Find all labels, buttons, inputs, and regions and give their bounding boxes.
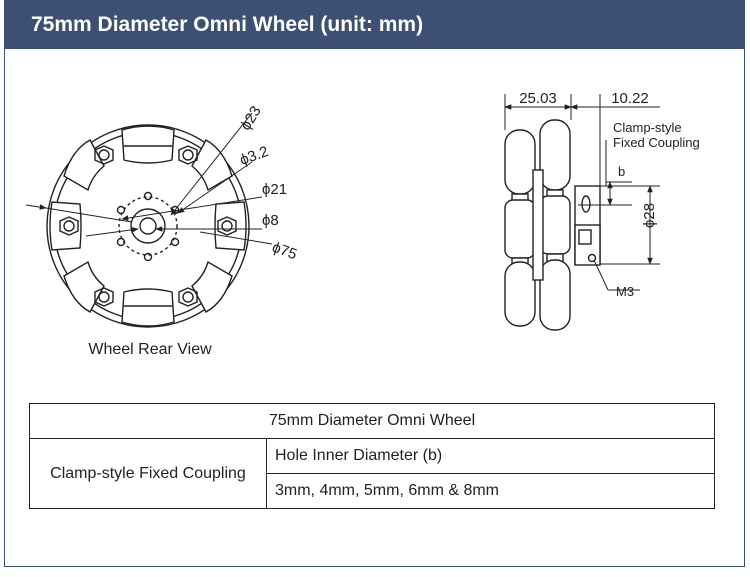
roller-lower-right <box>191 260 233 313</box>
label-m3: M3 <box>616 284 634 299</box>
roller-upper-left <box>63 139 105 192</box>
dim-width-right: 10.22 <box>611 90 649 107</box>
table-title: 75mm Diameter Omni Wheel <box>29 403 715 439</box>
side-view-dimensions <box>504 94 660 291</box>
dim-d23: ϕ23 <box>237 103 265 133</box>
dim-width-left: 25.03 <box>519 90 557 107</box>
rear-view-dimensions <box>25 112 273 245</box>
dim-height-d28: ϕ28 <box>641 203 658 228</box>
coupling-label-line2: Fixed Coupling <box>613 135 700 150</box>
dim-d21: ϕ21 <box>262 181 287 198</box>
coupling-label-line1: Clamp-style <box>613 120 682 135</box>
roller-lower-left <box>63 260 105 313</box>
spec-table: 75mm Diameter Omni Wheel Clamp-style Fix… <box>29 403 715 509</box>
roller-bottom <box>121 288 175 327</box>
dim-d8: ϕ8 <box>262 212 279 229</box>
page-title: 75mm Diameter Omni Wheel (unit: mm) <box>5 1 744 49</box>
roller-right <box>214 201 247 251</box>
wheel-side-view <box>504 119 601 331</box>
dim-d75: ϕ75 <box>270 239 299 264</box>
table-row-label: Clamp-style Fixed Coupling <box>29 438 267 509</box>
wheel-rear-view <box>46 124 250 328</box>
bolt-heads <box>59 145 237 307</box>
rear-view-caption: Wheel Rear View <box>88 341 212 358</box>
table-col-header: Hole Inner Diameter (b) <box>266 438 715 474</box>
label-b: b <box>618 164 625 179</box>
roller-upper-right <box>191 139 233 192</box>
roller-top <box>121 125 175 164</box>
table-values: 3mm, 4mm, 5mm, 6mm & 8mm <box>266 473 715 509</box>
dim-d3-2: ϕ3.2 <box>238 143 271 169</box>
